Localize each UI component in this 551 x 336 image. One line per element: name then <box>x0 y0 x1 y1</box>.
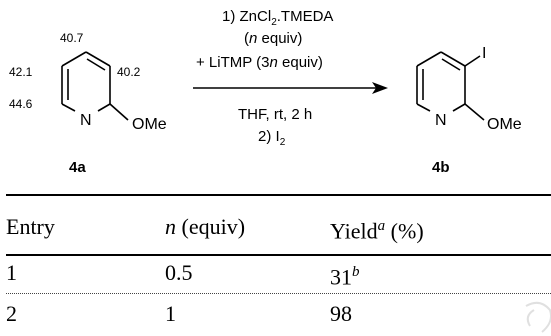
reactant-ome: OMe <box>132 116 167 133</box>
reactant-n-atom: N <box>80 112 92 129</box>
reaction-scheme: N OMe 40.7 42.1 40.2 44.6 4a 1) ZnCl2.TM… <box>9 8 522 176</box>
shift-c4: 40.7 <box>60 31 84 45</box>
table-row: 2 1 98 <box>0 301 551 335</box>
row-entry: 1 <box>6 260 17 285</box>
product-structure <box>416 51 485 121</box>
product-ome: OMe <box>487 116 522 133</box>
row-yield: 31b <box>330 264 360 290</box>
shift-c5: 42.1 <box>9 65 33 79</box>
shift-c6: 44.6 <box>9 97 33 111</box>
row-n: 0.5 <box>165 260 193 285</box>
condition-step2: 2) I2 <box>258 128 286 148</box>
header-entry: Entry <box>6 214 55 239</box>
condition-equiv: (n equiv) <box>244 30 302 47</box>
watermark-logo <box>525 301 551 333</box>
shift-c3: 40.2 <box>117 65 141 79</box>
table-row: 1 0.5 31b <box>0 260 551 294</box>
product-label: 4b <box>432 159 450 176</box>
product-n-atom: N <box>435 112 447 129</box>
row-n: 1 <box>165 301 176 326</box>
reactant-structure <box>61 51 129 121</box>
reaction-arrow <box>193 82 388 94</box>
table-top-rule <box>6 194 551 196</box>
condition-step1: 1) ZnCl2.TMEDA <box>222 8 333 28</box>
table-header-row: Entry n (equiv) Yielda (%) <box>0 214 551 248</box>
header-n-equiv: n (equiv) <box>165 214 246 239</box>
table-row-divider <box>6 293 551 294</box>
row-entry: 2 <box>6 301 17 326</box>
row-yield: 98 <box>330 301 352 326</box>
reactant-label: 4a <box>69 159 86 176</box>
product-iodine: I <box>482 45 486 62</box>
table-header-rule <box>6 254 551 256</box>
condition-solvent: THF, rt, 2 h <box>238 106 312 123</box>
header-yield: Yielda (%) <box>330 218 424 244</box>
condition-base: + LiTMP (3n equiv) <box>196 54 323 71</box>
